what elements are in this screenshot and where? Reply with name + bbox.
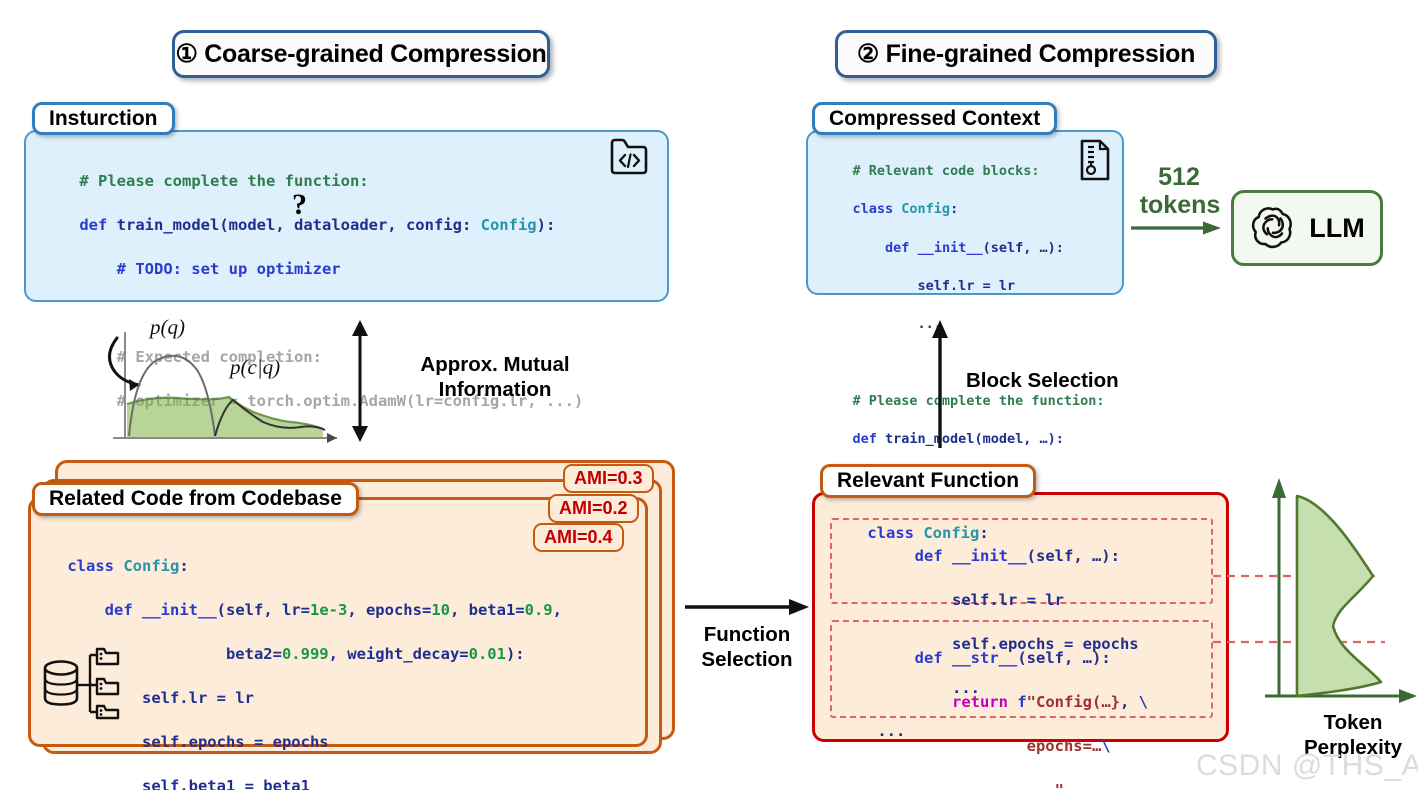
relevant-function-footer-line: ...	[840, 722, 906, 740]
compressed-context-panel	[806, 130, 1124, 295]
database-folders-icon	[42, 636, 124, 720]
tokens-unit-label: tokens	[1139, 191, 1221, 219]
llm-label: LLM	[1309, 212, 1365, 243]
mi-plot-label-pq: p(q)	[150, 315, 185, 339]
instruction-tab: Insturction	[32, 102, 175, 135]
ami-badge-1: AMI=0.3	[563, 464, 654, 493]
todo-question-mark: ?	[292, 188, 307, 221]
stage-header-coarse: ① Coarse-grained Compression	[172, 30, 550, 78]
token-perplexity-plot	[1255, 468, 1418, 718]
watermark: CSDN @THS_Allen	[1196, 749, 1418, 782]
instruction-code: # Please complete the function: def trai…	[79, 172, 584, 410]
relevant-function-block-str	[830, 620, 1213, 718]
mutual-information-arrow	[345, 318, 375, 444]
mutual-information-plot	[105, 312, 355, 452]
compressed-context-code: # Relevant code blocks: class Config: de…	[852, 163, 1105, 448]
instruction-panel	[24, 130, 669, 302]
function-selection-arrow	[685, 596, 811, 618]
compressed-context-tab: Compressed Context	[812, 102, 1058, 135]
related-code-tab: Related Code from Codebase	[32, 482, 359, 516]
ami-badge-2: AMI=0.2	[548, 494, 639, 523]
function-selection-label: Function Selection	[701, 623, 793, 671]
tokens-count-label: 512	[1158, 163, 1200, 191]
folder-code-icon	[608, 136, 650, 176]
mi-plot-label-pcq: p(c|q)	[230, 355, 281, 379]
llm-box: LLM	[1231, 190, 1383, 266]
ami-badge-3: AMI=0.4	[533, 523, 624, 552]
zipped-file-icon	[1078, 138, 1112, 182]
token-perplexity-axis-label: Token Perplexity	[1304, 711, 1402, 759]
relevant-function-block-init-code: def __init__(self, …): self.lr = lr self…	[914, 547, 1139, 697]
related-code-body: class Config: def __init__(self, lr=1e-3…	[67, 557, 562, 790]
stage-header-fine: ② Fine-grained Compression	[835, 30, 1217, 78]
mutual-information-label: Approx. Mutual Information	[420, 353, 570, 401]
block-selection-label: Block Selection	[966, 369, 1119, 392]
relevant-function-tab: Relevant Function	[820, 464, 1037, 498]
relevant-function-block-str-code: def __str__(self, …): return f"Config(…}…	[914, 649, 1149, 790]
relevant-function-block-init	[830, 518, 1213, 604]
tokens-arrow	[1131, 219, 1223, 237]
relevant-function-panel	[812, 492, 1229, 742]
block-selection-arrow	[926, 318, 954, 448]
relevant-function-header-line: class Config:	[867, 524, 989, 542]
openai-logo-icon	[1249, 202, 1297, 255]
